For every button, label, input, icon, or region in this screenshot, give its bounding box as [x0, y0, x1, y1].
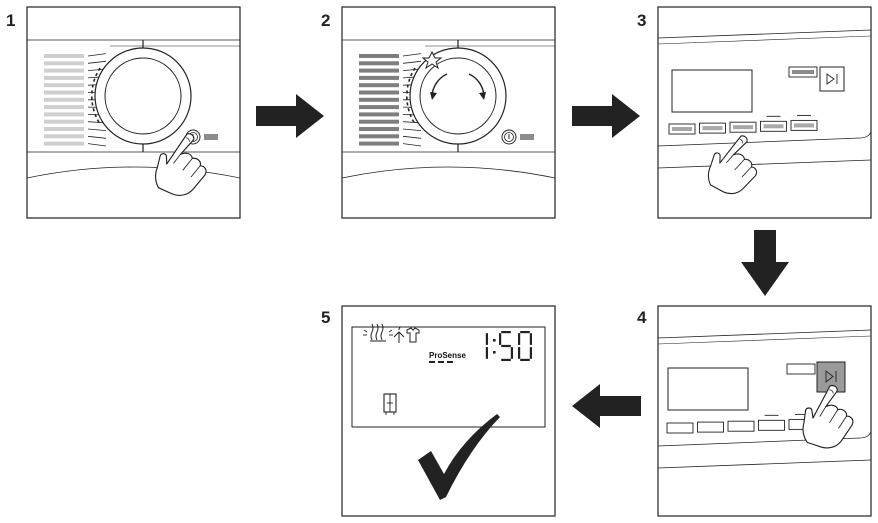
programme-leader-line	[402, 143, 422, 147]
digit-segment	[518, 333, 521, 345]
shirt-icon	[406, 327, 420, 343]
programme-label-bar	[359, 105, 399, 110]
option-button-fill	[672, 127, 692, 131]
digit-segment	[518, 347, 521, 359]
programme-label-bar	[359, 112, 399, 117]
wardrobe-icon	[383, 393, 397, 415]
programme-label-bar	[359, 119, 399, 124]
digit-segment	[501, 344, 511, 348]
prosense-label: ProSense	[429, 351, 466, 360]
step-number-5: 5	[321, 308, 330, 327]
digit-segment	[501, 331, 511, 334]
programme-label-bar	[44, 112, 84, 117]
programme-label-bar	[44, 105, 84, 110]
programme-label-bar	[359, 54, 399, 58]
programme-label-bar	[44, 54, 84, 58]
programme-label-bar	[44, 119, 84, 124]
sparkle-icon	[421, 50, 443, 70]
option-button-fill	[763, 124, 784, 129]
programme-label-bar	[44, 75, 84, 80]
programme-label-bar	[44, 90, 84, 95]
programme-label-bar	[359, 68, 399, 73]
start-pause-icon	[819, 66, 845, 92]
step-2-panel	[341, 6, 556, 219]
option-button-fill	[733, 125, 753, 130]
prosense-bars	[429, 361, 453, 363]
programme-label-bar	[44, 83, 84, 88]
programme-label-bar	[44, 127, 84, 131]
programme-label-bar	[359, 127, 399, 131]
arrow-right-2	[572, 94, 640, 138]
digit-segment	[520, 358, 530, 361]
step-number-4: 4	[637, 308, 647, 327]
option-button	[758, 419, 785, 431]
programme-label-bar	[44, 61, 84, 66]
step-number-1: 1	[6, 11, 15, 30]
step-1-panel	[26, 6, 241, 219]
digit-segment	[499, 333, 502, 345]
option-button	[697, 421, 724, 433]
option-button-fill	[702, 126, 723, 131]
checkmark-icon	[418, 414, 500, 500]
option-button	[727, 420, 755, 432]
programme-leader-line	[402, 135, 422, 139]
programme-label-bar	[359, 90, 399, 95]
step-number-2: 2	[321, 11, 330, 30]
digit-segment	[510, 347, 513, 359]
rotate-arrows-icon	[430, 73, 486, 100]
digit-segment	[485, 347, 488, 359]
digit-segment	[485, 333, 488, 345]
programme-label-bar	[44, 141, 84, 146]
option-button	[666, 422, 694, 434]
programme-label-bar	[44, 68, 84, 73]
digit-segment	[520, 331, 530, 334]
digit-segment	[529, 347, 532, 359]
arrow-right-1	[256, 94, 324, 138]
option-button-fill	[794, 123, 814, 128]
time-readout	[485, 331, 532, 361]
arrow-down	[741, 230, 789, 296]
colon-dot	[493, 351, 496, 354]
step-5-panel: ProSense	[341, 305, 556, 517]
colon-dot	[493, 339, 496, 342]
programme-label-bar	[44, 97, 84, 102]
power-icon-2	[501, 129, 517, 145]
programme-leader-line	[87, 53, 107, 57]
digit-segment	[501, 358, 511, 361]
programme-label-bar	[359, 75, 399, 80]
programme-label-bar	[359, 97, 399, 102]
step-3-panel	[657, 6, 872, 219]
steam-icon	[363, 323, 393, 342]
arrow-left	[572, 384, 641, 428]
programme-leader-line	[87, 135, 107, 139]
programme-leader-line	[87, 128, 107, 131]
programme-label-bar	[44, 134, 84, 139]
digit-segment	[529, 333, 532, 345]
programme-leader-line	[87, 143, 107, 147]
step-number-3: 3	[637, 11, 646, 30]
programme-leader-line	[402, 53, 422, 57]
programme-label-bar	[359, 141, 399, 146]
programme-label-bar	[359, 83, 399, 88]
hanger-icon	[393, 326, 405, 343]
programme-leader-line	[87, 60, 107, 64]
step-4-panel	[657, 305, 872, 517]
programme-leader-line	[402, 60, 422, 64]
programme-label-bar	[359, 134, 399, 139]
programme-label-bar	[359, 61, 399, 66]
programme-leader-line	[402, 128, 422, 131]
